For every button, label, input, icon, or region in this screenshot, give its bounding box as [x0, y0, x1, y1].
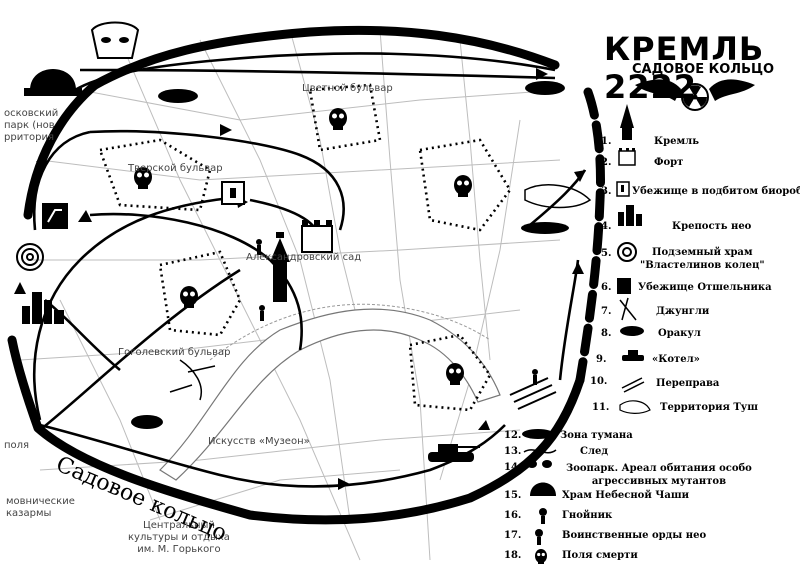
legend-num: 6. [601, 282, 612, 293]
label-kazarmy: мовнические казармы [6, 496, 75, 519]
legend-num: 16. [504, 510, 522, 521]
route-paths [32, 52, 587, 488]
legend-num: 10. [590, 376, 608, 387]
legend-num: 7. [601, 306, 612, 317]
legend-num: 3. [601, 186, 612, 197]
map-title: КРЕМЛЬ 2222 [604, 30, 765, 106]
legend-num: 2. [601, 157, 612, 168]
legend-item-kremlin: Кремль [654, 136, 699, 147]
legend-item-jungle: Джунгли [656, 306, 710, 317]
label-muzeon: Искусств «Музеон» [208, 436, 310, 447]
legend-item-crossing: Переправа [656, 378, 720, 389]
label-gogolevsky-bulvar: Гоголевский бульвар [118, 347, 231, 358]
death-fields [98, 83, 512, 412]
legend-icons [522, 104, 651, 564]
vodootvodny-canal [209, 303, 491, 361]
legend-num: 4. [601, 221, 612, 232]
label-cpkio: Центральный культуры и отдыха им. М. Гор… [128, 520, 230, 555]
legend-num: 5. [601, 248, 612, 259]
legend-item-cauldron: «Котел» [652, 354, 700, 365]
legend-num: 1. [601, 136, 612, 147]
underground-temple-icon [16, 243, 44, 271]
fort-icon [301, 220, 333, 253]
legend-item-biorobot: Убежище в подбитом биороботе [632, 186, 800, 197]
legend-item-fog: Зона тумана [560, 430, 633, 441]
street-network [19, 29, 561, 561]
legend-item-death-fields: Поля смерти [562, 550, 638, 561]
hermit-shelter-icon [42, 203, 68, 229]
mutant-face-icon [90, 21, 140, 59]
skull-markers [134, 108, 472, 385]
label-polya: поля [4, 440, 30, 451]
garden-ring [90, 25, 560, 90]
garden-ring-left [23, 80, 100, 220]
moscow-river [159, 308, 501, 481]
kremlin-icon [270, 232, 290, 302]
legend-num: 17. [504, 530, 522, 541]
biorobot-shelter-icon [221, 181, 245, 205]
legend-num: 12. [504, 430, 522, 441]
legend-item-tush: Территория Туш [660, 402, 758, 413]
legend-item-oracle: Оракул [658, 328, 701, 339]
label-cvetnoi-bulvar: Цветной бульвар [302, 83, 393, 94]
label-aleksandrovsky-sad: Александровский сад [246, 252, 362, 263]
fog-zone-icon [158, 81, 569, 234]
label-tverskoi-bulvar: Тверской бульвар [128, 163, 223, 174]
legend-item-trail: След [580, 446, 609, 457]
legend-item-zoo: Зоопарк. Ареал обитания особо агрессивны… [566, 463, 752, 487]
legend-item-abscess: Гнойник [562, 510, 613, 521]
sky-temple-icon [24, 69, 82, 96]
garden-ring-east [575, 87, 605, 385]
legend-item-fort: Форт [654, 157, 684, 168]
legend-num: 13. [504, 446, 522, 457]
legend-num: 8. [601, 328, 612, 339]
legend-item-sky-temple: Храм Небесной Чаши [562, 490, 689, 501]
label-park: осковский парк (нов рритория [4, 108, 59, 143]
legend-num: 11. [592, 402, 610, 413]
cauldron-tank-icon [428, 444, 480, 462]
skyscraper-icon [22, 292, 64, 324]
legend-item-temple: Подземный храм "Властелинов колец" [640, 247, 765, 271]
legend-item-hermit: Убежище Отшельника [638, 282, 772, 293]
legend-num: 15. [504, 490, 522, 501]
legend-item-neo-fortress: Крепость нео [672, 221, 752, 232]
tush-territory-icon [524, 184, 592, 209]
legend-item-neo-hordes: Воинственные орды нео [562, 530, 707, 541]
oracle-icon [131, 415, 163, 429]
legend-num: 9. [596, 354, 607, 365]
legend-num: 18. [504, 550, 522, 561]
legend-num: 14. [504, 462, 522, 473]
radiation-icon [635, 79, 755, 111]
garden-ring-southwest [7, 335, 585, 525]
jungle-icon [169, 359, 216, 401]
warrior-icon [256, 239, 538, 385]
crossing-icon [509, 377, 557, 410]
map-subtitle: САДОВОЕ КОЛЬЦО [632, 62, 775, 77]
